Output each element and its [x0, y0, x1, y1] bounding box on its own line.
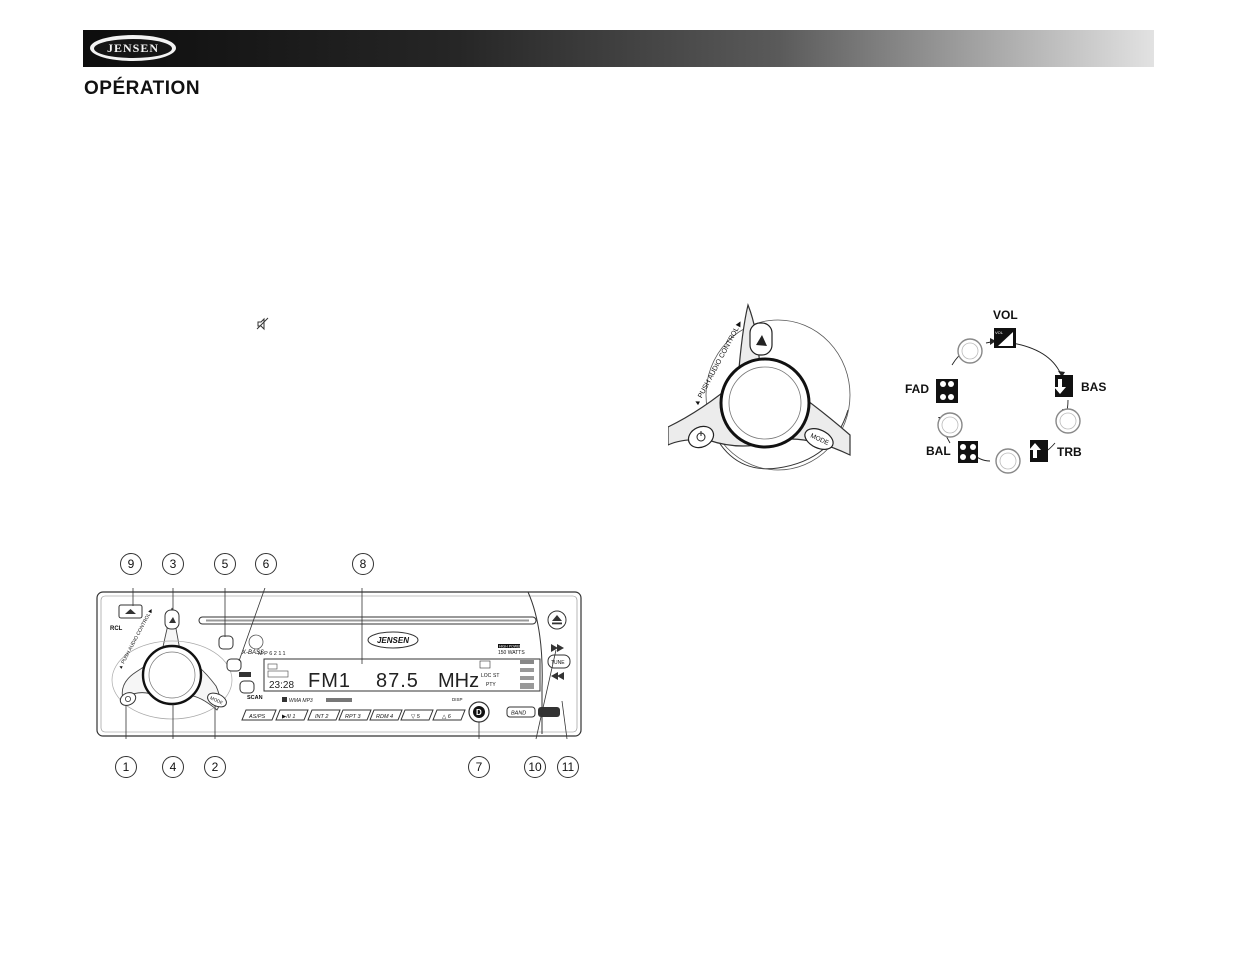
display-unit: MHz: [438, 670, 479, 692]
preset-button-label[interactable]: ▶/II 1: [282, 714, 295, 720]
cycle-label-vol: VOL: [993, 308, 1018, 322]
callout-2: 2: [204, 756, 226, 778]
power-badge: HIGH POWERED: [499, 644, 527, 648]
indicator-pty: PTY: [486, 682, 496, 688]
mode-label: MODE: [209, 695, 223, 705]
scan-label: SCAN: [247, 695, 263, 701]
preset-button-label[interactable]: ▽ 5: [411, 714, 421, 720]
cycle-label-bal: BAL: [926, 444, 951, 458]
svg-text:D: D: [476, 708, 482, 717]
indicator-loc: LOC: [481, 673, 492, 679]
display-frequency: 87.5: [376, 670, 419, 692]
indicator-st: ST: [493, 673, 499, 679]
mute-icon: [256, 317, 269, 331]
cycle-label-bas: BAS: [1081, 380, 1106, 394]
callout-1: 1: [115, 756, 137, 778]
preset-button-label[interactable]: INT 2: [315, 714, 328, 720]
cycle-label-fad: FAD: [905, 382, 929, 396]
preset-button-label[interactable]: AS/PS: [248, 714, 266, 720]
callout-4: 4: [162, 756, 184, 778]
cycle-label-trb: TRB: [1057, 445, 1082, 459]
callout-3: 3: [162, 553, 184, 575]
watts-label: 150 WATTS: [498, 650, 525, 656]
audio-control-cycle-diagram: VOL VOL BAS TRB BAL FAD: [905, 308, 1106, 474]
model-label: MP6211: [258, 651, 287, 657]
tune-label: TUNE: [551, 660, 565, 666]
callout-10: 10: [524, 756, 546, 778]
jensen-logo: JENSEN: [90, 35, 176, 61]
brand-plate: JENSEN: [377, 636, 409, 645]
display-clock: 23:28: [269, 680, 294, 691]
preset-buttons[interactable]: [241, 709, 466, 721]
band-label: BAND: [511, 711, 526, 717]
stereo-front-panel: RCL MODE ▲ PUSH AUDIO CONTROL ▶ X-BASS S…: [96, 588, 582, 740]
logo-text: JENSEN: [106, 40, 159, 55]
header-banner: JENSEN: [83, 30, 1154, 67]
disp-label: DISP: [452, 697, 463, 702]
preset-button-label[interactable]: RPT 3: [345, 714, 362, 720]
callout-7: 7: [468, 756, 490, 778]
callout-11: 11: [557, 756, 579, 778]
preset-button-label[interactable]: △ 6: [442, 714, 452, 720]
callout-6: 6: [255, 553, 277, 575]
display-band: FM1: [308, 670, 351, 692]
callout-5: 5: [214, 553, 236, 575]
wma-mp3-label: WMA MP3: [289, 698, 313, 704]
callout-9: 9: [120, 553, 142, 575]
audio-control-knob-closeup: MODE ▲ PUSH AUDIO CONTROL ▶: [668, 303, 851, 471]
callout-8: 8: [352, 553, 374, 575]
preset-button-label[interactable]: RDM 4: [376, 714, 393, 720]
rcl-label: RCL: [110, 626, 123, 632]
section-title: OPÉRATION: [84, 78, 201, 99]
vol-icon-text: VOL: [995, 330, 1004, 335]
xbass-label: X-BASS: [241, 650, 264, 656]
